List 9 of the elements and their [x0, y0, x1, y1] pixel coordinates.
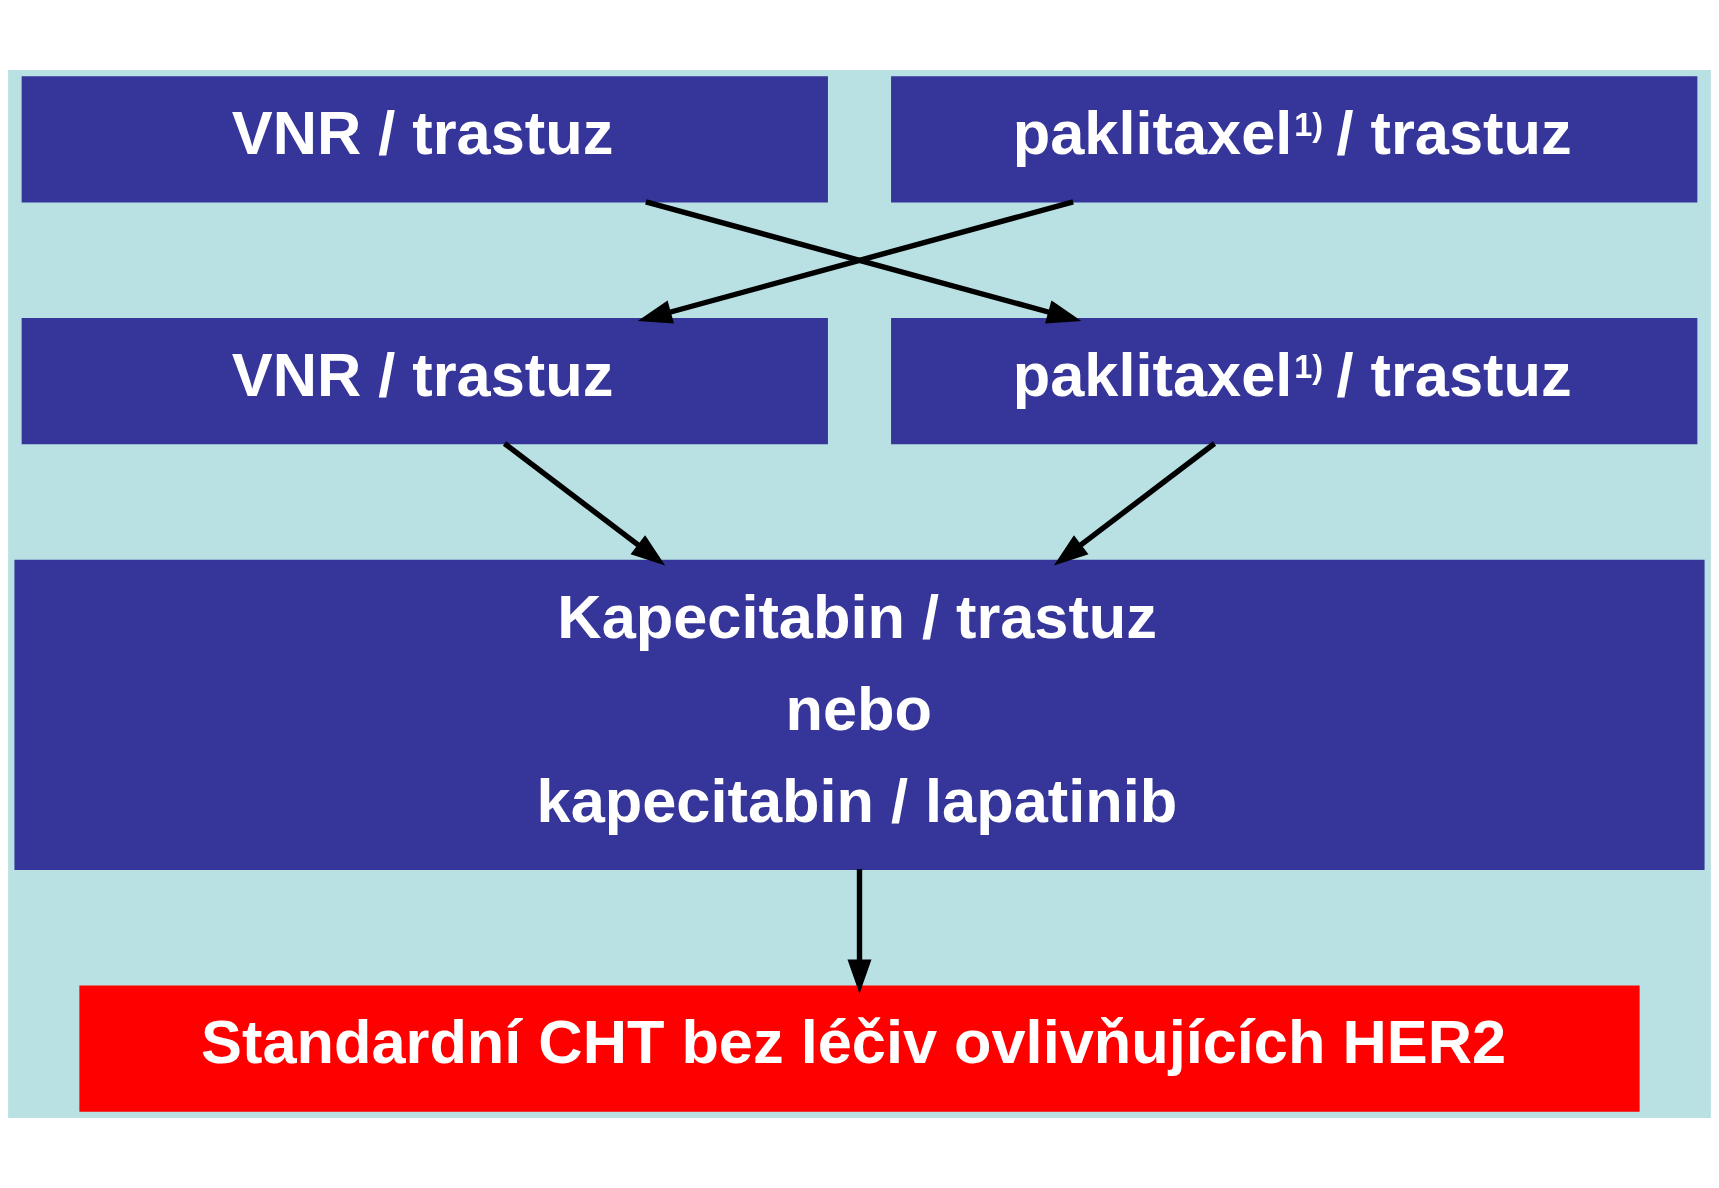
arrow — [502, 441, 666, 566]
node-box: VNR / trastuz — [21, 76, 828, 203]
node-box: Standardní CHT bez léčiv ovlivňujících HER2 — [79, 985, 1640, 1112]
arrow — [847, 869, 872, 994]
node-box: paklitaxel$^{1)}$ / trastuz — [891, 318, 1698, 445]
arrow — [1053, 441, 1217, 566]
node-box: Kapecitabin / trastuz nebo kapecitabin / lapatinib — [14, 559, 1705, 870]
node-box: VNR / trastuz — [21, 318, 828, 445]
node-box: paklitaxel$^{1)}$ / trastuz — [891, 76, 1698, 203]
